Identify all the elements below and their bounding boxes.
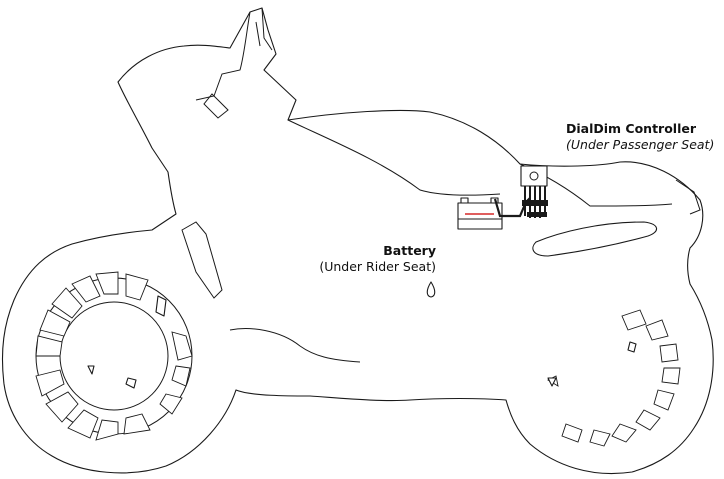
dialdim-controller-label: DialDim Controller (Under Passenger Seat…	[566, 121, 714, 153]
dialdim-controller-location: (Under Passenger Seat)	[566, 137, 715, 152]
drain-drop	[426, 281, 436, 298]
rear-tire-tread	[547, 309, 681, 447]
passenger-grab-rail	[532, 221, 658, 257]
windscreen	[195, 11, 251, 101]
rear-wheel	[547, 309, 681, 447]
battery-location: (Under Rider Seat)	[319, 259, 436, 274]
dialdim-controller-component	[520, 165, 548, 218]
battery-title: Battery	[383, 243, 436, 258]
battery-label: Battery (Under Rider Seat)	[300, 243, 436, 275]
side-panel	[181, 221, 223, 299]
dialdim-controller-title: DialDim Controller	[566, 121, 697, 136]
tail-light	[675, 179, 701, 215]
tank-line	[287, 119, 501, 196]
handlebar	[203, 93, 229, 119]
engine-shape	[229, 328, 361, 363]
front-wheel	[35, 271, 193, 441]
mirror-stalk	[255, 7, 273, 51]
front-tire-tread	[35, 271, 193, 441]
